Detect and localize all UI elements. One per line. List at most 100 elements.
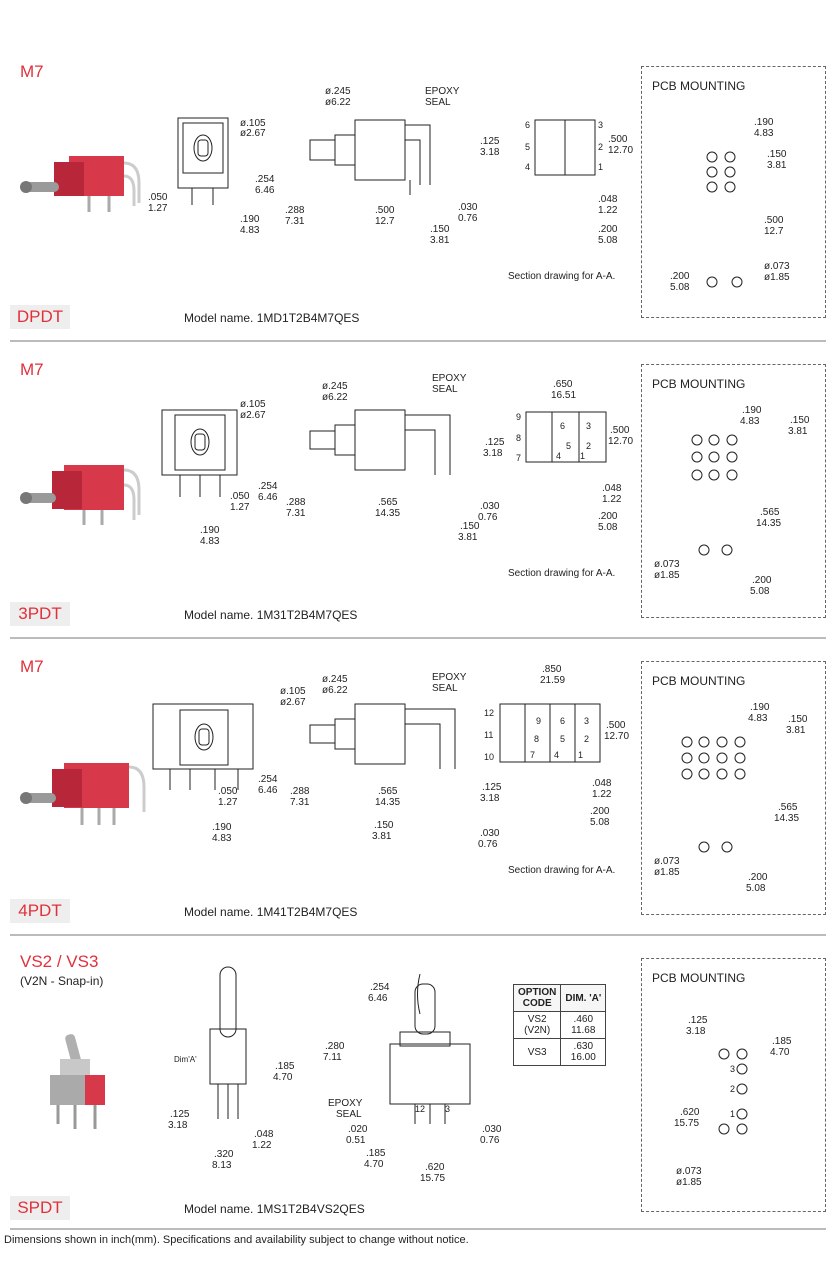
svg-text:14.35: 14.35 (375, 797, 400, 808)
svg-text:2: 2 (598, 142, 603, 152)
section-note: Section drawing for A-A. (508, 568, 616, 579)
svg-text:ø.073: ø.073 (764, 261, 790, 272)
svg-text:ø.245: ø.245 (322, 381, 348, 392)
svg-text:.150: .150 (788, 714, 808, 725)
svg-text:0.76: 0.76 (478, 839, 498, 850)
svg-text:0.76: 0.76 (478, 512, 498, 523)
table-cell: VS2(V2N) (512, 1011, 562, 1039)
svg-text:.150: .150 (374, 820, 394, 831)
svg-text:5.08: 5.08 (598, 522, 618, 533)
svg-text:3: 3 (598, 120, 603, 130)
pole-badge: 4PDT (10, 899, 70, 923)
svg-text:3: 3 (445, 1104, 450, 1114)
footer-note: Dimensions shown in inch(mm). Specificat… (4, 1234, 469, 1246)
svg-text:7.31: 7.31 (285, 216, 305, 227)
model-name: Model name. 1M31T2B4M7QES (184, 608, 358, 622)
svg-text:7.31: 7.31 (290, 797, 310, 808)
svg-text:14.35: 14.35 (756, 518, 781, 529)
svg-text:0.51: 0.51 (346, 1135, 366, 1146)
svg-text:.288: .288 (286, 497, 306, 508)
svg-text:2: 2 (584, 734, 589, 744)
svg-text:.125: .125 (480, 136, 500, 147)
svg-text:.254: .254 (370, 982, 390, 993)
pcb-title: PCB MOUNTING (652, 377, 746, 391)
svg-text:.050: .050 (148, 192, 168, 203)
svg-text:.200: .200 (748, 872, 768, 883)
svg-text:.565: .565 (778, 802, 798, 813)
svg-text:5.08: 5.08 (670, 282, 690, 293)
switch-photo-dpdt (20, 156, 141, 212)
svg-text:.500: .500 (375, 205, 395, 216)
svg-text:6: 6 (560, 716, 565, 726)
svg-text:14.35: 14.35 (774, 813, 799, 824)
svg-text:Dim'A': Dim'A' (174, 1055, 197, 1064)
svg-text:.280: .280 (325, 1041, 345, 1052)
svg-text:12.70: 12.70 (608, 145, 633, 156)
svg-text:3.81: 3.81 (372, 831, 392, 842)
svg-text:21.59: 21.59 (540, 675, 565, 686)
svg-text:ø.245: ø.245 (325, 86, 351, 97)
svg-text:ø.105: ø.105 (240, 118, 266, 129)
svg-text:6: 6 (560, 421, 565, 431)
svg-text:.125: .125 (170, 1109, 190, 1120)
svg-text:.150: .150 (460, 521, 480, 532)
svg-text:1: 1 (730, 1109, 735, 1119)
svg-text:ø.073: ø.073 (676, 1166, 702, 1177)
svg-text:5.08: 5.08 (750, 586, 770, 597)
svg-text:.150: .150 (767, 149, 787, 160)
svg-text:.200: .200 (670, 271, 690, 282)
svg-text:.020: .020 (348, 1124, 368, 1135)
svg-text:7: 7 (530, 750, 535, 760)
model-name: Model name. 1MS1T2B4VS2QES (184, 1202, 365, 1216)
svg-text:3.18: 3.18 (168, 1120, 188, 1131)
svg-text:.048: .048 (592, 778, 612, 789)
svg-text:1.22: 1.22 (602, 494, 622, 505)
svg-text:.190: .190 (240, 214, 260, 225)
svg-text:.200: .200 (598, 224, 618, 235)
pole-badge: 3PDT (10, 602, 70, 626)
svg-text:15.75: 15.75 (674, 1118, 699, 1129)
svg-text:2: 2 (420, 1104, 425, 1114)
svg-text:0.76: 0.76 (480, 1135, 500, 1146)
svg-text:.288: .288 (290, 786, 310, 797)
svg-text:.030: .030 (480, 828, 500, 839)
svg-text:.050: .050 (218, 786, 238, 797)
series-label: M7 (20, 360, 44, 379)
svg-text:1: 1 (415, 1104, 420, 1114)
svg-text:1: 1 (578, 750, 583, 760)
svg-text:6.46: 6.46 (368, 993, 388, 1004)
svg-text:1.27: 1.27 (218, 797, 238, 808)
svg-text:ø1.85: ø1.85 (676, 1177, 702, 1188)
svg-text:ø1.85: ø1.85 (654, 570, 680, 581)
series-label: M7 (20, 62, 44, 81)
svg-text:14.35: 14.35 (375, 508, 400, 519)
series-label: VS2 / VS3 (20, 952, 99, 971)
svg-text:3: 3 (586, 421, 591, 431)
svg-text:4: 4 (554, 750, 559, 760)
svg-text:.254: .254 (258, 481, 278, 492)
svg-text:EPOXY: EPOXY (425, 86, 460, 97)
svg-text:1.27: 1.27 (148, 203, 168, 214)
series-sublabel: (V2N - Snap-in) (20, 974, 104, 988)
svg-text:.030: .030 (480, 501, 500, 512)
table-cell: VS3 (512, 1038, 562, 1066)
svg-text:SEAL: SEAL (425, 97, 451, 108)
svg-text:.048: .048 (598, 194, 618, 205)
svg-text:.190: .190 (754, 117, 774, 128)
svg-text:3.18: 3.18 (686, 1026, 706, 1037)
svg-text:4.83: 4.83 (240, 225, 260, 236)
svg-text:.565: .565 (378, 786, 398, 797)
svg-text:.030: .030 (482, 1124, 502, 1135)
svg-text:.185: .185 (772, 1036, 792, 1047)
svg-text:.620: .620 (680, 1107, 700, 1118)
svg-text:3.18: 3.18 (483, 448, 503, 459)
